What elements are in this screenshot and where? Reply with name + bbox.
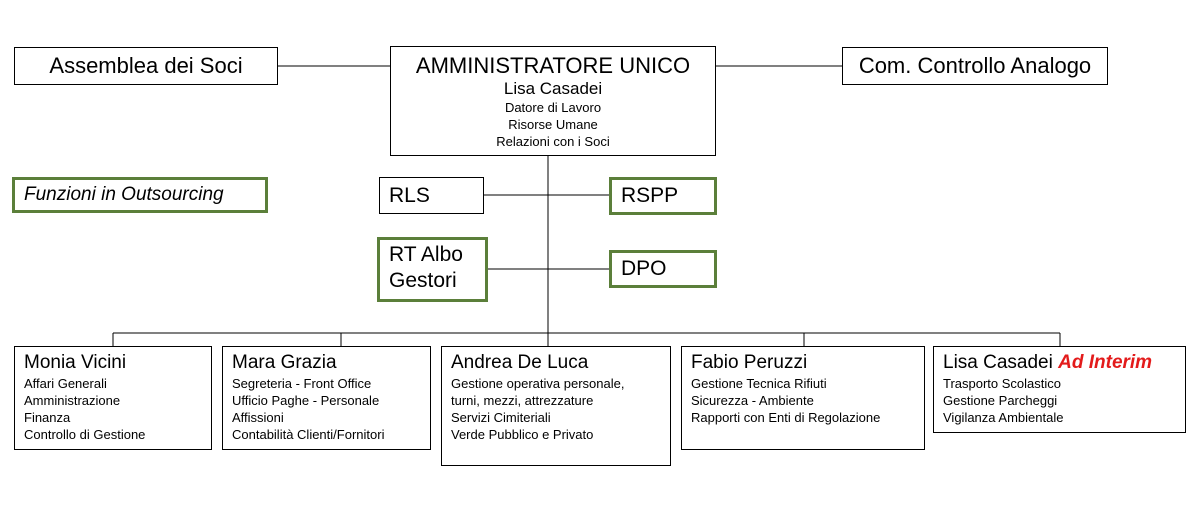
department-item: Verde Pubblico e Privato: [451, 427, 594, 442]
rls-box: RLS: [379, 177, 484, 214]
department-item: Servizi Cimiteriali: [451, 410, 551, 425]
department-head-name: Andrea De Luca: [451, 352, 589, 373]
rt-gestori-label: Gestori: [389, 269, 457, 292]
department-item: Finanza: [24, 410, 71, 425]
amministratore-name: Lisa Casadei: [503, 79, 603, 98]
rls-label: RLS: [389, 183, 430, 207]
department-box-andrea-de-luca: Andrea De Luca Gestione operativa person…: [441, 346, 671, 466]
department-box-lisa-casadei: Lisa Casadei Ad Interim Trasporto Scolas…: [933, 346, 1186, 433]
rspp-box: RSPP: [609, 177, 717, 215]
department-item: Contabilità Clienti/Fornitori: [232, 427, 385, 442]
department-item: Affari Generali: [24, 376, 107, 391]
rt-albo-label: RT Albo: [389, 243, 463, 266]
department-item: Gestione operativa personale,: [451, 376, 625, 391]
amministratore-role: Relazioni con i Soci: [496, 134, 610, 149]
department-head-name: Monia Vicini: [24, 352, 127, 373]
department-item: Amministrazione: [24, 393, 121, 408]
rt-albo-gestori-box: RT Albo Gestori: [377, 237, 488, 302]
department-head-name-row: Lisa Casadei Ad Interim: [943, 351, 1185, 375]
amministratore-title: AMMINISTRATORE UNICO: [415, 53, 691, 78]
amministratore-role: Datore di Lavoro: [504, 100, 602, 115]
outsourcing-legend-label: Funzioni in Outsourcing: [24, 184, 224, 205]
department-item: Ufficio Paghe - Personale: [232, 393, 380, 408]
department-head-name: Fabio Peruzzi: [691, 352, 808, 373]
department-item: Rapporti con Enti di Regolazione: [691, 410, 881, 425]
department-box-monia-vicini: Monia Vicini Affari Generali Amministraz…: [14, 346, 212, 450]
department-item: Sicurezza - Ambiente: [691, 393, 814, 408]
department-item: turni, mezzi, attrezzature: [451, 393, 594, 408]
department-head-name: Lisa Casadei: [943, 352, 1053, 373]
rspp-label: RSPP: [621, 184, 679, 207]
dpo-label: DPO: [621, 257, 667, 280]
department-box-fabio-peruzzi: Fabio Peruzzi Gestione Tecnica Rifiuti S…: [681, 346, 925, 450]
department-item: Trasporto Scolastico: [943, 376, 1062, 391]
ad-interim-label: Ad Interim: [1058, 352, 1153, 373]
department-head-name: Mara Grazia: [232, 352, 337, 373]
department-item: Controllo di Gestione: [24, 427, 146, 442]
amministratore-role: Risorse Umane: [508, 117, 598, 132]
amministratore-unico-box: AMMINISTRATORE UNICO Lisa Casadei Datore…: [390, 46, 716, 156]
department-item: Vigilanza Ambientale: [943, 410, 1064, 425]
department-item: Gestione Parcheggi: [943, 393, 1058, 408]
department-item: Gestione Tecnica Rifiuti: [691, 376, 827, 391]
controllo-analogo-label: Com. Controllo Analogo: [858, 53, 1092, 78]
department-item: Segreteria - Front Office: [232, 376, 372, 391]
outsourcing-legend-box: Funzioni in Outsourcing: [12, 177, 268, 213]
department-item: Affissioni: [232, 410, 284, 425]
assemblea-soci-box: Assemblea dei Soci: [14, 47, 278, 85]
department-box-mara-grazia: Mara Grazia Segreteria - Front Office Uf…: [222, 346, 431, 450]
dpo-box: DPO: [609, 250, 717, 288]
assemblea-soci-label: Assemblea dei Soci: [49, 53, 243, 78]
controllo-analogo-box: Com. Controllo Analogo: [842, 47, 1108, 85]
